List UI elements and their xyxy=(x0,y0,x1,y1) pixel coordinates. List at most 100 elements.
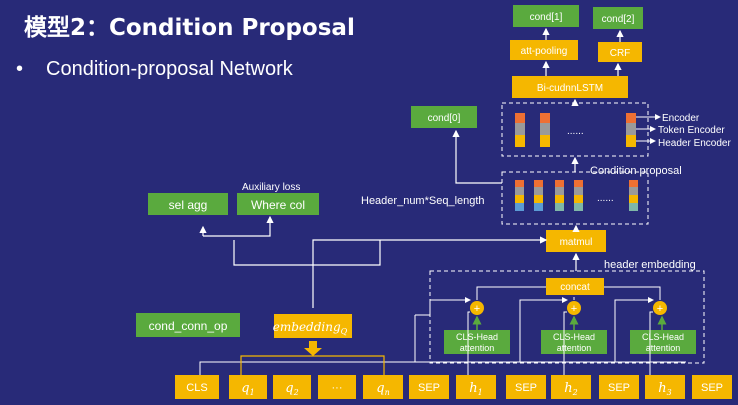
plus-circle-3: + xyxy=(653,301,667,315)
arrow-embedding-to-matmul xyxy=(312,236,548,308)
cls-head-attention-2: CLS-Head attention xyxy=(541,330,607,354)
condition-proposal-label: Condition proposal xyxy=(590,165,682,177)
svg-text:attention: attention xyxy=(460,343,495,353)
svg-text:CLS-Head: CLS-Head xyxy=(642,332,684,342)
slide-title: 模型2：Condition Proposal xyxy=(24,15,355,41)
arrow-to-cond0 xyxy=(452,129,502,184)
sel-agg-box: sel agg xyxy=(148,193,228,215)
bullet-dot: • xyxy=(16,58,24,80)
svg-text:attention: attention xyxy=(646,343,681,353)
arrow-to-plus2 xyxy=(519,297,568,362)
att-pooling-box: att-pooling xyxy=(510,40,578,60)
embedding-up-arrow xyxy=(304,341,322,356)
svg-text:SEP: SEP xyxy=(701,382,723,394)
token-sep-3: SEP xyxy=(599,375,639,399)
line-h2-up xyxy=(563,311,567,375)
token-sep-1: SEP xyxy=(409,375,449,399)
token-qn: qn xyxy=(363,375,403,399)
token-sep-4: SEP xyxy=(692,375,732,399)
svg-text:cond[2]: cond[2] xyxy=(602,14,635,25)
cond1-box: cond[1] xyxy=(513,5,579,27)
concat-box: concat xyxy=(546,278,604,295)
encoder-ellipsis: ...... xyxy=(567,126,584,137)
encoder-column-2 xyxy=(540,113,550,147)
svg-text:+: + xyxy=(474,303,480,315)
cls-head-attention-1: CLS-Head attention xyxy=(444,330,510,354)
token-qdots: ··· xyxy=(318,375,356,399)
bilstm-box: Bi-cudnnLSTM xyxy=(512,76,628,98)
crf-box: CRF xyxy=(598,42,642,62)
svg-text:cond[0]: cond[0] xyxy=(428,113,461,124)
svg-text:cond_conn_op: cond_conn_op xyxy=(149,319,228,333)
svg-text:q2: q2 xyxy=(285,381,298,397)
arrow-to-plus3 xyxy=(614,297,654,362)
svg-text:qn: qn xyxy=(376,381,389,397)
header-embedding-dashed-box xyxy=(429,270,705,364)
header-seq-column-1 xyxy=(515,180,524,211)
token-sep-2: SEP xyxy=(506,375,546,399)
header-num-seq-label: Header_num*Seq_length xyxy=(361,195,485,207)
svg-text:CLS: CLS xyxy=(186,382,207,394)
token-q2: q2 xyxy=(273,375,311,399)
svg-text:h2: h2 xyxy=(564,381,577,397)
cond0-box: cond[0] xyxy=(411,106,477,128)
token-q1: q1 xyxy=(229,375,267,399)
svg-text:SEP: SEP xyxy=(418,382,440,394)
svg-text:SEP: SEP xyxy=(515,382,537,394)
token-h2: h2 xyxy=(551,375,591,399)
header-encoder-label: Header Encoder xyxy=(658,138,731,149)
svg-text:attention: attention xyxy=(557,343,592,353)
svg-text:Where col: Where col xyxy=(251,198,305,212)
plus-circle-1: + xyxy=(470,301,484,315)
svg-text:CLS-Head: CLS-Head xyxy=(553,332,595,342)
svg-text:SEP: SEP xyxy=(608,382,630,394)
svg-text:sel agg: sel agg xyxy=(169,198,208,212)
svg-text:CLS-Head: CLS-Head xyxy=(456,332,498,342)
cls-feed-line xyxy=(199,361,686,375)
cond2-box: cond[2] xyxy=(593,7,643,29)
svg-text:+: + xyxy=(657,303,663,315)
line-plus1-to-concat xyxy=(476,286,546,300)
cls-head-attention-3: CLS-Head attention xyxy=(630,330,696,354)
svg-text:+: + xyxy=(571,303,577,315)
line-h3-up xyxy=(649,311,653,375)
header-seq-column-5 xyxy=(629,180,638,211)
cond-conn-op-box: cond_conn_op xyxy=(136,313,240,337)
header-seq-ellipsis: ...... xyxy=(597,193,614,204)
svg-text:att-pooling: att-pooling xyxy=(521,46,568,57)
encoder-label: Encoder xyxy=(662,113,700,124)
token-h1: h1 xyxy=(456,375,496,399)
token-cls: CLS xyxy=(175,375,219,399)
line-to-where-col xyxy=(233,240,381,266)
encoder-column-1 xyxy=(515,113,525,147)
svg-text:q1: q1 xyxy=(241,381,254,397)
token-encoder-label: Token Encoder xyxy=(658,125,725,136)
svg-text:matmul: matmul xyxy=(560,237,593,248)
encoder-column-3 xyxy=(626,113,636,147)
svg-text:h3: h3 xyxy=(658,381,671,397)
header-seq-column-2 xyxy=(534,180,543,211)
header-embedding-label: header embedding xyxy=(604,259,696,271)
where-col-box: Where col xyxy=(237,193,319,215)
svg-text:CRF: CRF xyxy=(610,48,631,59)
svg-text:cond[1]: cond[1] xyxy=(530,12,563,23)
embedding-q-box: embeddingQ xyxy=(273,314,352,338)
svg-text:concat: concat xyxy=(560,282,590,293)
svg-text:h1: h1 xyxy=(469,381,482,397)
auxiliary-loss-label: Auxiliary loss xyxy=(242,182,300,193)
svg-text:···: ··· xyxy=(332,382,343,394)
line-h1-up xyxy=(467,311,470,375)
arrow-to-where-col xyxy=(203,215,274,237)
bullet-item: • Condition-proposal Network xyxy=(16,58,293,81)
header-seq-column-4 xyxy=(574,180,583,211)
svg-text:Bi-cudnnLSTM: Bi-cudnnLSTM xyxy=(537,83,603,94)
matmul-box: matmul xyxy=(546,230,606,252)
line-plus3-to-concat xyxy=(604,286,661,300)
plus-circle-2: + xyxy=(567,301,581,315)
q-bracket xyxy=(240,355,385,375)
svg-text:embeddingQ: embeddingQ xyxy=(273,320,348,336)
token-h3: h3 xyxy=(645,375,685,399)
bullet-text: Condition-proposal Network xyxy=(46,58,293,80)
